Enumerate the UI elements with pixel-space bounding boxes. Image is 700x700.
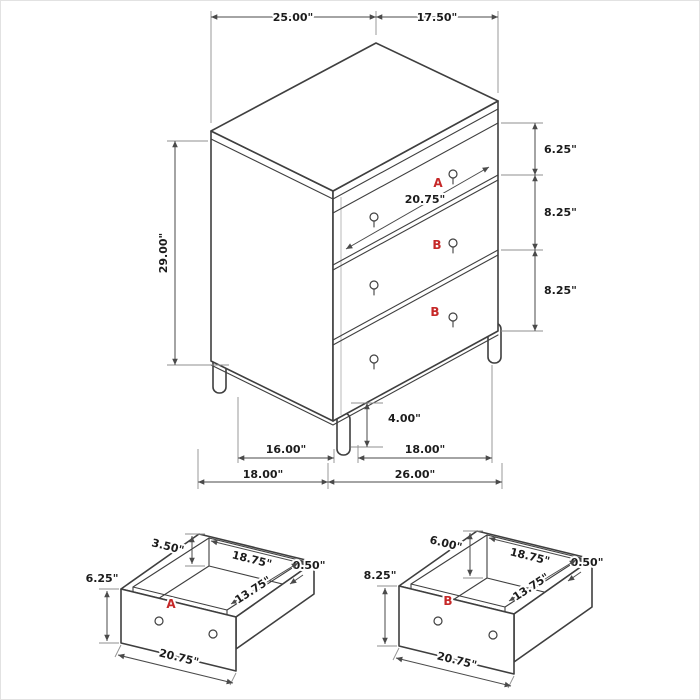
drawer-a-knob-right bbox=[208, 629, 218, 639]
divider-2b bbox=[332, 254, 499, 346]
dim-b-thickness: 0.50" bbox=[571, 556, 604, 569]
dim-height: 29.00" bbox=[157, 233, 170, 274]
drawer-b-detail-label: B bbox=[443, 594, 452, 608]
knob-b2-left bbox=[369, 354, 379, 364]
dim-top-depth: 17.50" bbox=[417, 11, 458, 24]
dim-top-width: 25.00" bbox=[273, 11, 314, 24]
leg-height-dimension: 4.00" bbox=[351, 402, 423, 448]
height-dimension: 29.00" bbox=[155, 140, 229, 366]
drawer-b-knob-left bbox=[433, 616, 443, 626]
knob-a-left bbox=[369, 212, 379, 222]
ext-b-outer-right bbox=[507, 675, 515, 689]
opening-width-dimension: 20.75" bbox=[345, 166, 490, 250]
top-dimensions: 25.00" 17.50" bbox=[210, 9, 499, 123]
knob-b1-left bbox=[369, 280, 379, 290]
knob-b2-right bbox=[448, 312, 458, 322]
dim-b-side-height: 6.00" bbox=[428, 533, 463, 554]
knob-b1-right bbox=[448, 238, 458, 248]
drawer-a-detail-label: A bbox=[166, 597, 176, 611]
dim-a-side-height: 3.50" bbox=[150, 536, 185, 557]
ext-a-outer-right bbox=[229, 672, 237, 686]
drawer-a-knob-left bbox=[154, 616, 164, 626]
divider-2a bbox=[332, 249, 499, 341]
dim-line-b-outer-width bbox=[395, 656, 512, 688]
dim-floor-width: 26.00" bbox=[395, 468, 436, 481]
dim-b-front-height: 8.25" bbox=[364, 569, 397, 582]
drawer-b-detail: B 8.25" 6.00" 18.75" 0.50" 13.75" 20.75" bbox=[362, 530, 605, 689]
ext-a-outer-left bbox=[114, 644, 122, 658]
drawer-height-dimensions: 6.25" 8.25" 8.25" bbox=[501, 122, 579, 332]
dim-a-front-height: 6.25" bbox=[86, 572, 119, 585]
drawer-b2-label: B bbox=[430, 305, 439, 319]
dim-line-b-inner-depth bbox=[508, 559, 577, 602]
drawer-a-detail: A 6.25" 3.50" 18.75" 0.50" 13.75" 20.75" bbox=[84, 533, 327, 686]
dim-line-a-inner-width bbox=[210, 539, 306, 566]
drawer-b1-label: B bbox=[432, 238, 441, 252]
drawer-b-front-panel bbox=[398, 585, 515, 675]
top-thickness-line bbox=[210, 108, 499, 200]
dim-line-b-inner-width bbox=[488, 536, 584, 563]
dim-drawer-a-height: 6.25" bbox=[544, 143, 577, 156]
drawer-a-front-panel bbox=[120, 588, 237, 672]
knob-a-right bbox=[448, 169, 458, 179]
dim-opening-width: 20.75" bbox=[405, 193, 446, 206]
ext-b-outer-left bbox=[392, 647, 400, 661]
bottom-dimensions: 16.00" 18.00" 18.00" 26.00" bbox=[197, 365, 503, 489]
dim-a-thickness: 0.50" bbox=[293, 559, 326, 572]
dim-drawer-b1-height: 8.25" bbox=[544, 206, 577, 219]
drawer-a-label: A bbox=[433, 176, 443, 190]
dim-span-depth: 16.00" bbox=[266, 443, 307, 456]
dim-drawer-b2-height: 8.25" bbox=[544, 284, 577, 297]
dim-leg-height: 4.00" bbox=[388, 412, 421, 425]
dim-floor-depth: 18.00" bbox=[243, 468, 284, 481]
dim-span-width: 18.00" bbox=[405, 443, 446, 456]
dim-line-a-outer-width bbox=[117, 653, 234, 685]
drawer-b-knob-right bbox=[488, 630, 498, 640]
dim-line-opening-width bbox=[345, 166, 490, 250]
dim-line-a-inner-depth bbox=[230, 562, 299, 605]
base-rail bbox=[210, 334, 499, 426]
chest-isometric: A B B 25.00" 17.50" 29.00" bbox=[155, 9, 579, 489]
chest-top-face bbox=[210, 42, 499, 192]
